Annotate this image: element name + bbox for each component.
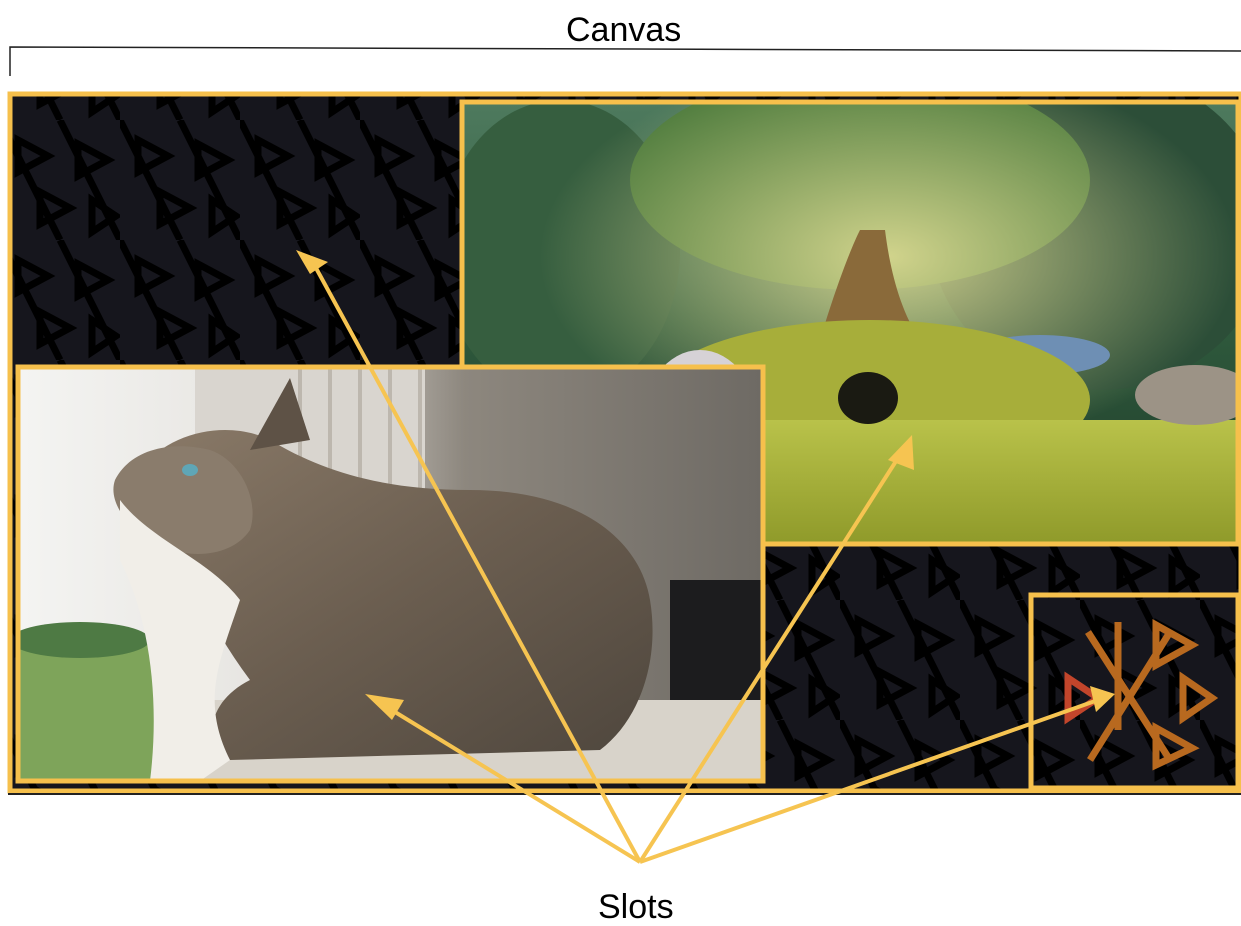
logo-overlay-slot — [1031, 595, 1238, 788]
slots-label: Slots — [598, 888, 674, 926]
arrow-to-cat — [393, 710, 642, 864]
cat-slot-border — [15, 364, 766, 784]
canvas-label: Canvas — [566, 11, 682, 49]
arrow-to-forest — [638, 456, 900, 864]
arrow-head-cat — [365, 694, 404, 720]
forest-slot-border — [459, 99, 1241, 547]
triangle-logo-icon — [1064, 619, 1219, 771]
arrow-head-background — [296, 250, 328, 274]
arrow-to-logo — [639, 698, 1099, 864]
forest-video-slot — [462, 102, 1238, 544]
slot-arrows — [296, 250, 1115, 864]
logo-slot-border — [1028, 592, 1241, 791]
arrow-to-background — [314, 267, 642, 863]
arrow-head-forest — [888, 435, 914, 470]
arrow-head-logo — [1090, 686, 1115, 712]
canvas-bracket — [9, 46, 1241, 76]
cat-camera-slot — [18, 367, 763, 781]
